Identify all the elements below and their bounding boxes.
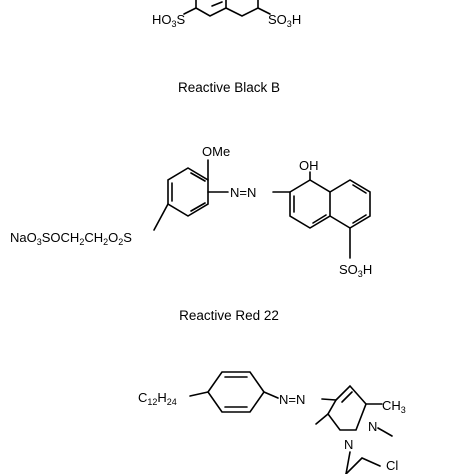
ester-label: NaO3SOCH2CH2O2S xyxy=(10,230,132,247)
pyrazole-ring xyxy=(327,384,367,431)
right-sulfo-label: SO3H xyxy=(268,12,301,29)
benzene-double-3 xyxy=(190,202,206,212)
naph-double-2 xyxy=(312,214,327,224)
methyl-left xyxy=(315,413,329,425)
bond-to-ester xyxy=(153,203,169,231)
pyrazole-double-1 xyxy=(341,391,353,403)
azo-to-pyrazole xyxy=(321,398,337,401)
benzene-to-azo xyxy=(263,391,279,399)
benzene-ring-3 xyxy=(207,371,265,413)
lower-ring-partial xyxy=(345,457,381,474)
ring-nitrogen-2: N xyxy=(368,419,377,434)
inner-double-bond xyxy=(211,1,223,7)
sulfo-label-red-22: SO3H xyxy=(339,262,372,279)
n-substituent-bond xyxy=(345,451,351,474)
benzene-double-2 xyxy=(190,172,206,182)
hydroxy-label: OH xyxy=(299,158,319,173)
methyl-label: CH3 xyxy=(382,398,406,415)
structure-3-pyrazole-azo: C12H24 N=N CH3 N N Cl xyxy=(138,371,406,474)
structure-1-reactive-black-b: HO3S SO3H Reactive Black B xyxy=(152,0,301,95)
alkyl-label: C12H24 xyxy=(138,390,177,407)
methoxy-label: OMe xyxy=(202,144,230,159)
alkyl-to-benzene xyxy=(189,391,209,397)
naph-ring-b xyxy=(329,179,371,229)
ring-nitrogen-1: N xyxy=(344,437,353,452)
bond-to-right-sulfo xyxy=(257,7,271,15)
structure-2-reactive-red-22: OMe N=N OH SO3H NaO3SOCH2CH2O2S Reactive xyxy=(10,144,372,323)
naph-left-ring-partial xyxy=(195,0,227,17)
caption-reactive-black-b: Reactive Black B xyxy=(178,80,280,95)
n-methyl xyxy=(377,427,393,437)
bond-to-left-sulfo xyxy=(183,7,197,15)
benzene-ring xyxy=(167,167,209,217)
naph-right-ring-partial xyxy=(225,0,259,17)
naph-ring-a xyxy=(289,179,331,229)
azo-label-3: N=N xyxy=(279,392,305,407)
naph-double-3 xyxy=(352,184,367,194)
caption-reactive-red-22: Reactive Red 22 xyxy=(179,308,279,323)
chloro-label: Cl xyxy=(386,458,398,473)
azo-label-red-22: N=N xyxy=(230,185,256,200)
naph-double-4 xyxy=(352,214,367,224)
left-sulfo-label: HO3S xyxy=(152,12,186,29)
